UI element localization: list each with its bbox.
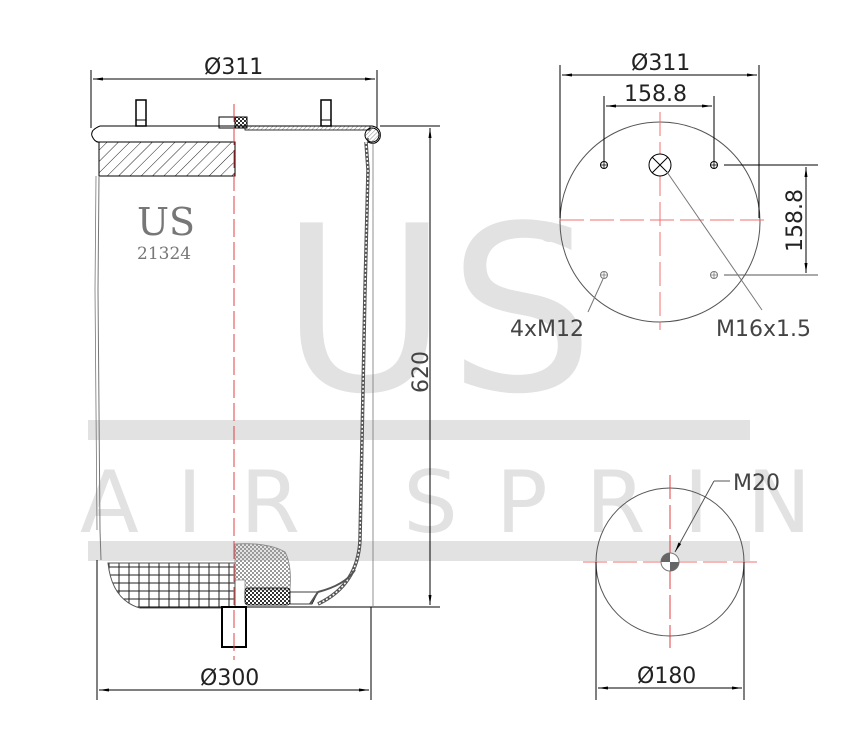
top-plate-view: Ø311 158.8 158.8 4xM12 M16x1.5 — [510, 51, 818, 342]
stud-right — [320, 99, 332, 127]
piston-section-left — [107, 562, 236, 609]
bolt-spacing-vertical-label: 158.8 — [783, 189, 808, 252]
side-bottom-diameter-label: Ø300 — [200, 666, 259, 691]
height-label: 620 — [409, 351, 434, 393]
watermark: US ® AIR SPRING — [80, 178, 850, 561]
air-fitting-callout: M16x1.5 — [716, 317, 811, 342]
bolt-hole-icon — [710, 161, 718, 169]
bottom-piston-view: M20 Ø180 — [583, 471, 780, 700]
threaded-hole-icon — [660, 552, 680, 572]
thread-callout: M20 — [733, 471, 780, 496]
registered-mark: ® — [535, 216, 563, 249]
stud-callout: 4xM12 — [510, 317, 584, 342]
piston-diameter-label: Ø180 — [637, 664, 696, 689]
bolt-spacing-horizontal-label: 158.8 — [624, 82, 687, 107]
bolt-hole-icon — [600, 271, 608, 279]
bolt-hole-icon — [600, 161, 608, 169]
side-top-diameter-label: Ø311 — [204, 55, 263, 80]
top-diameter-label: Ø311 — [631, 51, 690, 76]
side-view: Ø311 — [90, 55, 440, 700]
air-fitting-icon — [648, 153, 672, 177]
watermark-tagline: AIR SPRING — [80, 453, 850, 553]
side-brand-label: US — [137, 200, 195, 244]
watermark-bar-top — [88, 420, 750, 440]
stud-left — [135, 99, 147, 127]
watermark-bar-bottom — [88, 541, 750, 561]
part-number-label: 21324 — [137, 244, 191, 264]
watermark-logo: US — [280, 178, 594, 445]
bolt-hole-icon — [710, 271, 718, 279]
